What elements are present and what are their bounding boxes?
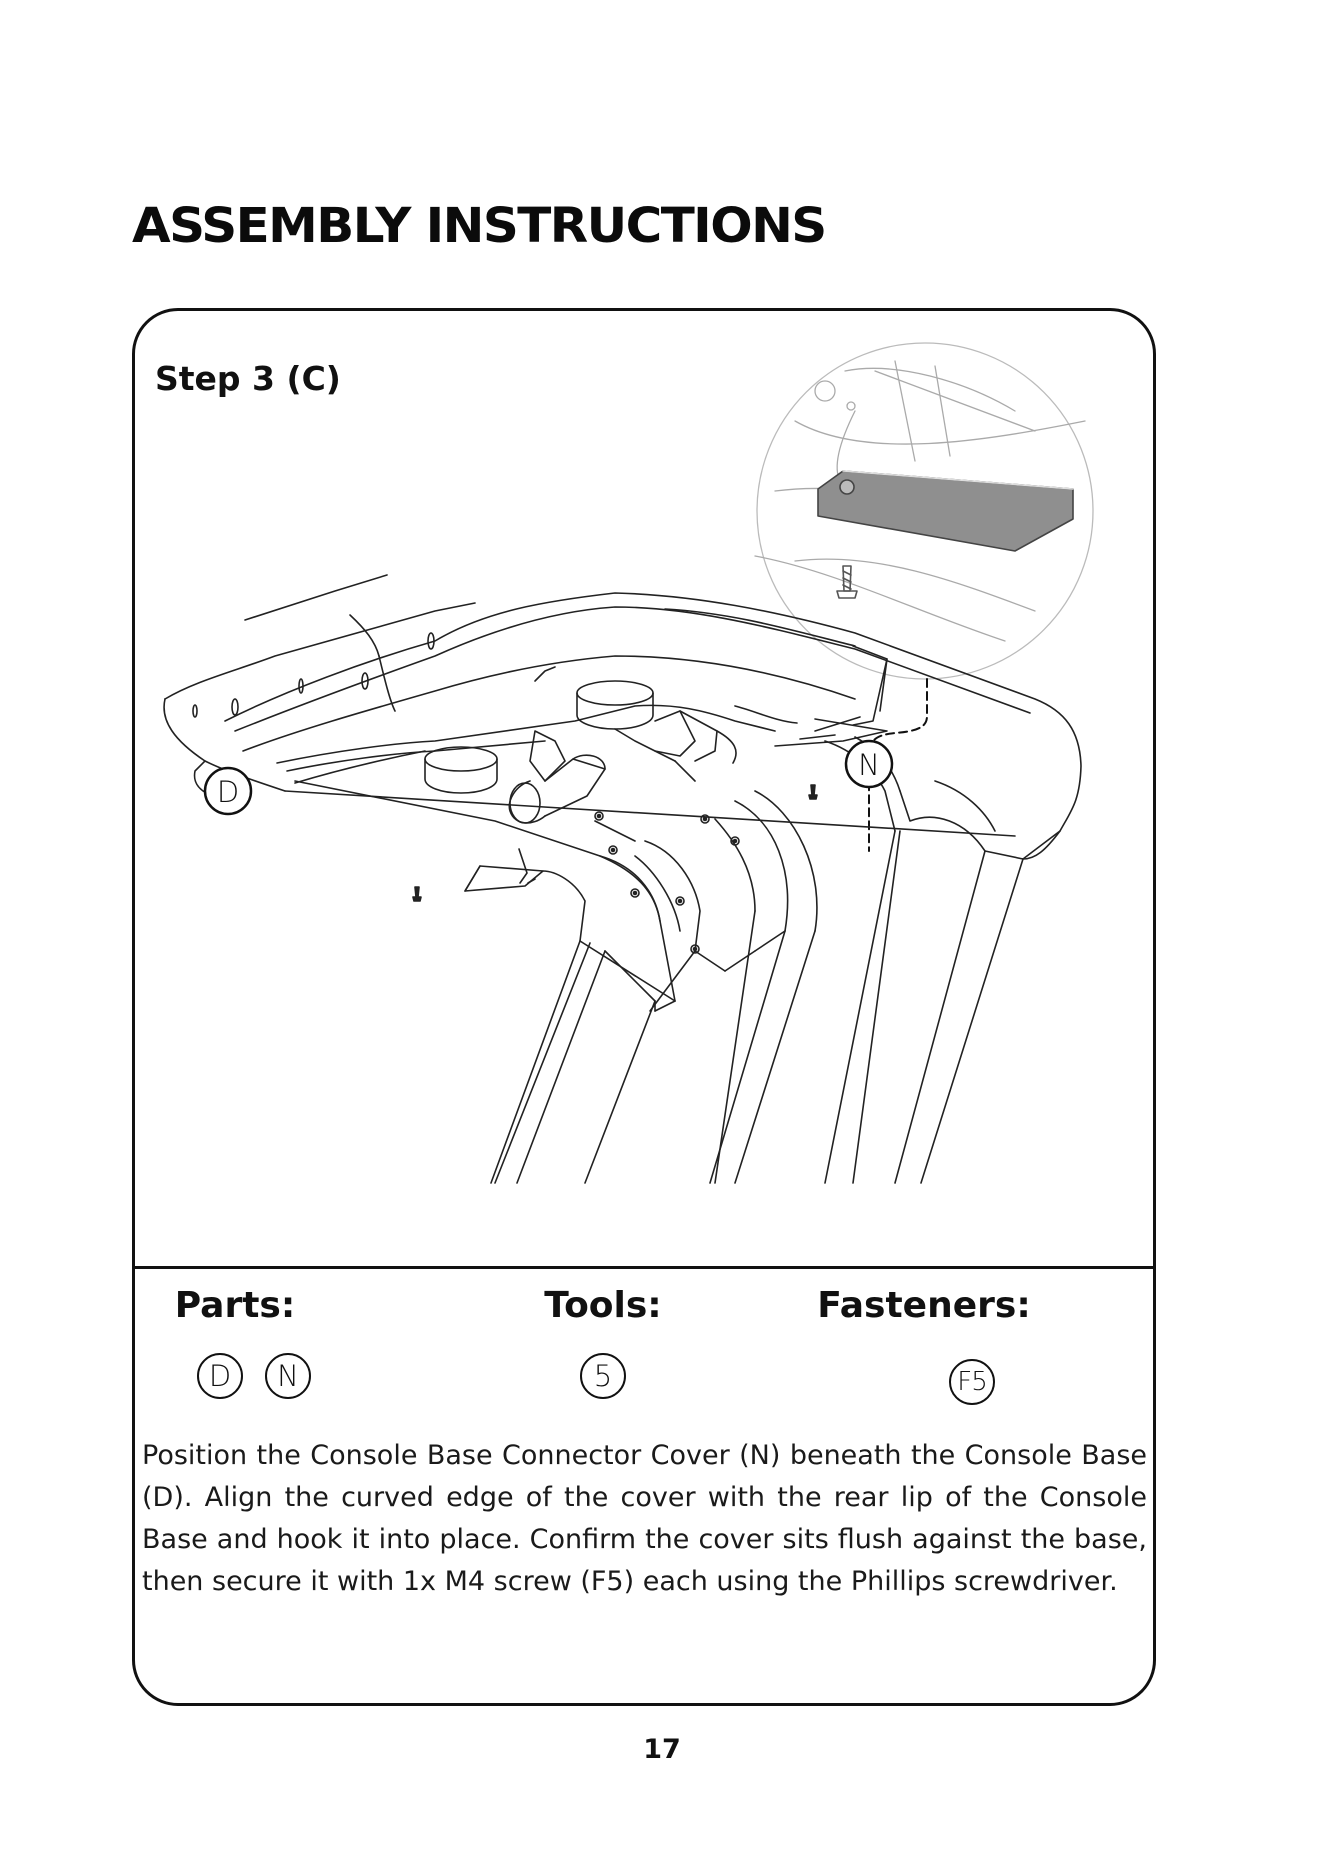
- assembly-illustration: D N: [163, 342, 1094, 1184]
- fastener-badge-f5: F5: [949, 1359, 995, 1405]
- page-number: 17: [643, 1734, 681, 1765]
- section-divider: [135, 1266, 1153, 1269]
- parts-heading: Parts:: [174, 1285, 296, 1326]
- page-title: ASSEMBLY INSTRUCTIONS: [132, 198, 827, 254]
- step-description: Position the Console Base Connector Cove…: [142, 1440, 1147, 1597]
- tools-list: 5: [580, 1353, 626, 1399]
- part-badge-n: N: [265, 1353, 311, 1399]
- tools-heading: Tools:: [544, 1285, 662, 1326]
- tool-badge-5: 5: [580, 1353, 626, 1399]
- callout-n: N: [844, 739, 894, 789]
- part-badge-d: D: [197, 1353, 243, 1399]
- step-title: Step 3 (C): [155, 359, 341, 398]
- screw-detail: [836, 565, 858, 599]
- callout-n-label: N: [858, 748, 880, 782]
- fasteners-list: F5: [949, 1359, 995, 1405]
- callout-d: D: [203, 766, 253, 816]
- cover-plate-detail: [817, 470, 1074, 552]
- parts-list: D N: [197, 1353, 311, 1399]
- fasteners-heading: Fasteners:: [817, 1285, 1031, 1326]
- console-base-drawing: [163, 574, 1082, 1184]
- step-card: Step 3 (C): [132, 308, 1156, 1706]
- callout-d-label: D: [217, 775, 239, 809]
- detail-inset: [754, 342, 1094, 680]
